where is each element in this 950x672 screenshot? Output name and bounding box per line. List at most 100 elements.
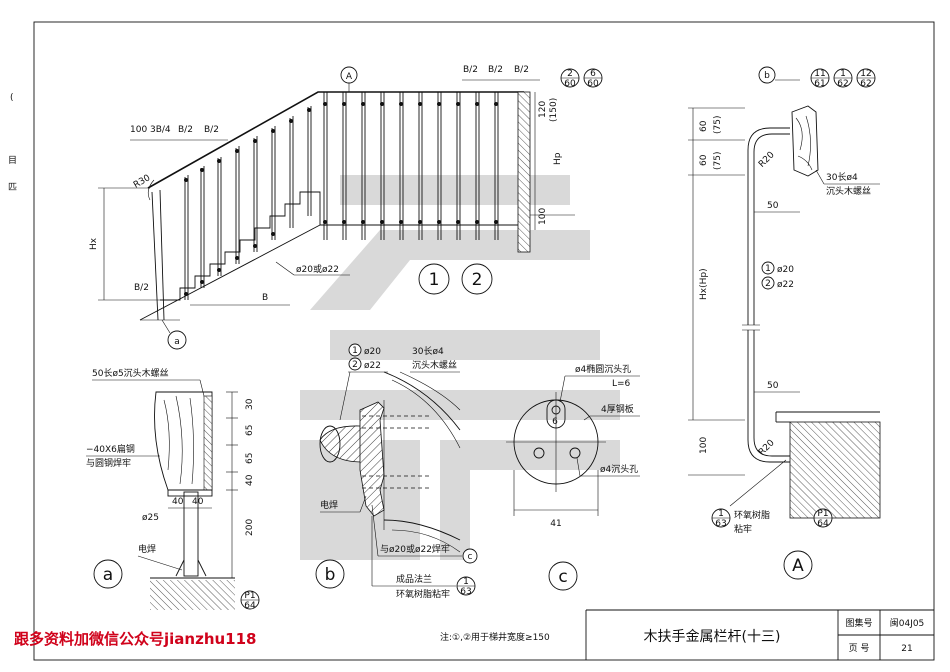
ref-page: 63 [715, 519, 726, 529]
ref-number: P1 [244, 591, 255, 601]
detail-label-a [93, 559, 123, 589]
atlas-label: 图集号 [845, 617, 872, 629]
screw-note: 30长ø4 [826, 171, 858, 183]
dim-b-half: B/2 [178, 125, 193, 135]
dim-b: B [262, 293, 268, 303]
plate-note: −40X6扁钢 [86, 443, 135, 455]
dim-75: (75) [713, 152, 723, 170]
sheet-frame [33, 21, 935, 661]
page-label: 页 号 [849, 643, 870, 654]
hole-note: ø4椭圆沉头孔 [575, 363, 631, 375]
ref-c [462, 548, 478, 564]
page-number: 21 [901, 644, 912, 654]
ref-number: 1 [463, 577, 469, 587]
plate-note: 与圆钢焊牢 [86, 457, 131, 469]
flange-note: 成品法兰 [396, 573, 432, 585]
opt-1: ø20 [364, 347, 381, 357]
ref-c-label: c [468, 552, 473, 562]
dim-100-right: 100 [538, 208, 548, 225]
wall-section [517, 91, 531, 253]
dim-200: 200 [245, 519, 255, 536]
dim-b-half: B/2 [463, 65, 478, 75]
section-marker-label: A [346, 72, 353, 82]
opt-1-num: 1 [352, 346, 358, 356]
ref-page: 64 [244, 601, 256, 611]
bar-diameter: ø25 [142, 513, 159, 523]
floor-slab [789, 421, 881, 519]
ref-page: 60 [564, 79, 576, 89]
dim-50: 50 [767, 381, 779, 391]
detail-label-c [548, 561, 578, 591]
callout-a [167, 330, 187, 350]
detail-c: 6 ø4椭圆沉头孔 L=6 4厚钢板 ø4沉头孔 41 c [506, 363, 640, 591]
wood-handrail [154, 391, 213, 491]
section-a: b 11 61 1 62 12 62 [688, 66, 881, 580]
ref-page: 64 [817, 519, 829, 529]
title-block: 木扶手金属栏杆(十三) 图集号 闽04J05 页 号 21 注:①,②用于梯井宽… [440, 609, 934, 660]
ref-page: 62 [837, 79, 848, 89]
ref-number: P1 [817, 509, 828, 519]
handrail [147, 91, 524, 189]
hole-note: ø4沉头孔 [600, 464, 638, 475]
dim-b-half: B/2 [514, 65, 529, 75]
bent-bar-top [747, 127, 790, 325]
railing-elevation: A B/2 B/2 B/2 2 60 6 60 100 3B/4 B/2 B/2… [89, 65, 603, 350]
countersunk-hole [533, 447, 545, 459]
weld-label: 电焊 [138, 543, 156, 555]
hx-hp-label: Hx(Hp) [699, 268, 709, 300]
flange-note: 环氧树脂粘牢 [396, 588, 450, 600]
callout-a-label: a [174, 337, 180, 347]
dim-40: 40 [245, 474, 255, 486]
radius-label: R20 [757, 150, 777, 170]
flange [359, 401, 385, 517]
dim-40-right: 40 [192, 497, 204, 507]
dim-150: (150) [549, 98, 559, 122]
dim-100: 100 [699, 437, 709, 454]
epoxy-note: 环氧树脂 [734, 509, 770, 521]
ref-number: 1 [718, 509, 724, 519]
opt-1: ø20 [777, 265, 794, 275]
plate-note: 4厚钢板 [601, 403, 634, 415]
epoxy-note: 粘牢 [734, 523, 752, 535]
dim-b-half-bottom: B/2 [134, 283, 149, 293]
wood-block [383, 371, 461, 541]
opt-2-num: 2 [352, 360, 358, 370]
dim-120: 120 [538, 101, 548, 118]
wood-section [791, 105, 819, 177]
ref-number: 6 [590, 69, 596, 79]
detail-label-c-text: c [558, 567, 567, 587]
detail-label-b-text: b [325, 565, 336, 585]
weld-label: 电焊 [320, 499, 338, 511]
screw-note: 50长ø5沉头木螺丝 [92, 367, 169, 379]
ref-page: 62 [860, 79, 871, 89]
atlas-number: 闽04J05 [890, 617, 925, 629]
detail-label-b [315, 559, 345, 589]
dim-b-half: B/2 [204, 125, 219, 135]
ref-number: 11 [814, 69, 825, 79]
ref-number: 12 [860, 69, 871, 79]
ref-page: 61 [814, 79, 825, 89]
dim-75: (75) [713, 116, 723, 134]
dim-50: 50 [767, 201, 779, 211]
dim-40-left: 40 [172, 497, 184, 507]
screw-note: 沉头木螺丝 [826, 185, 871, 197]
hp-label: Hp [553, 152, 563, 165]
variant-2: 2 [472, 270, 483, 290]
bar-note: ø20或ø22 [296, 263, 339, 275]
opt-2: ø22 [364, 361, 381, 371]
variant-circle-2 [461, 263, 493, 295]
ref-page: 63 [460, 587, 471, 597]
opt-1-num: 1 [765, 264, 771, 274]
margin-mark: ( [10, 93, 14, 103]
dim-65: 65 [245, 453, 255, 464]
variant-1: 1 [429, 270, 440, 290]
dim-b-half: B/2 [488, 65, 503, 75]
countersunk-hole [569, 447, 581, 459]
ref-number: 1 [840, 69, 846, 79]
dim-30: 30 [245, 398, 255, 410]
dim-41: 41 [550, 519, 561, 529]
screw-note: 30长ø4 [412, 345, 444, 357]
detail-label-a-text: a [103, 565, 113, 585]
ref-b-label: b [764, 71, 770, 81]
